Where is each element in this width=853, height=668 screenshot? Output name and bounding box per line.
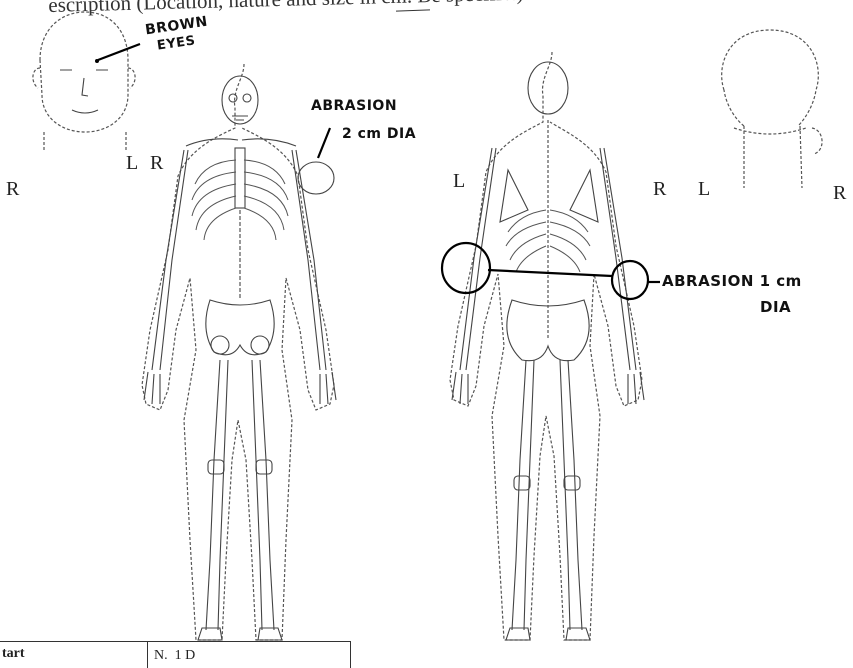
front-skeleton-figure: [142, 64, 336, 640]
pointer-dot: [95, 59, 99, 63]
head-front-figure: [33, 12, 135, 150]
head-back-figure: [722, 30, 822, 188]
back-skeleton-figure: [442, 52, 660, 640]
